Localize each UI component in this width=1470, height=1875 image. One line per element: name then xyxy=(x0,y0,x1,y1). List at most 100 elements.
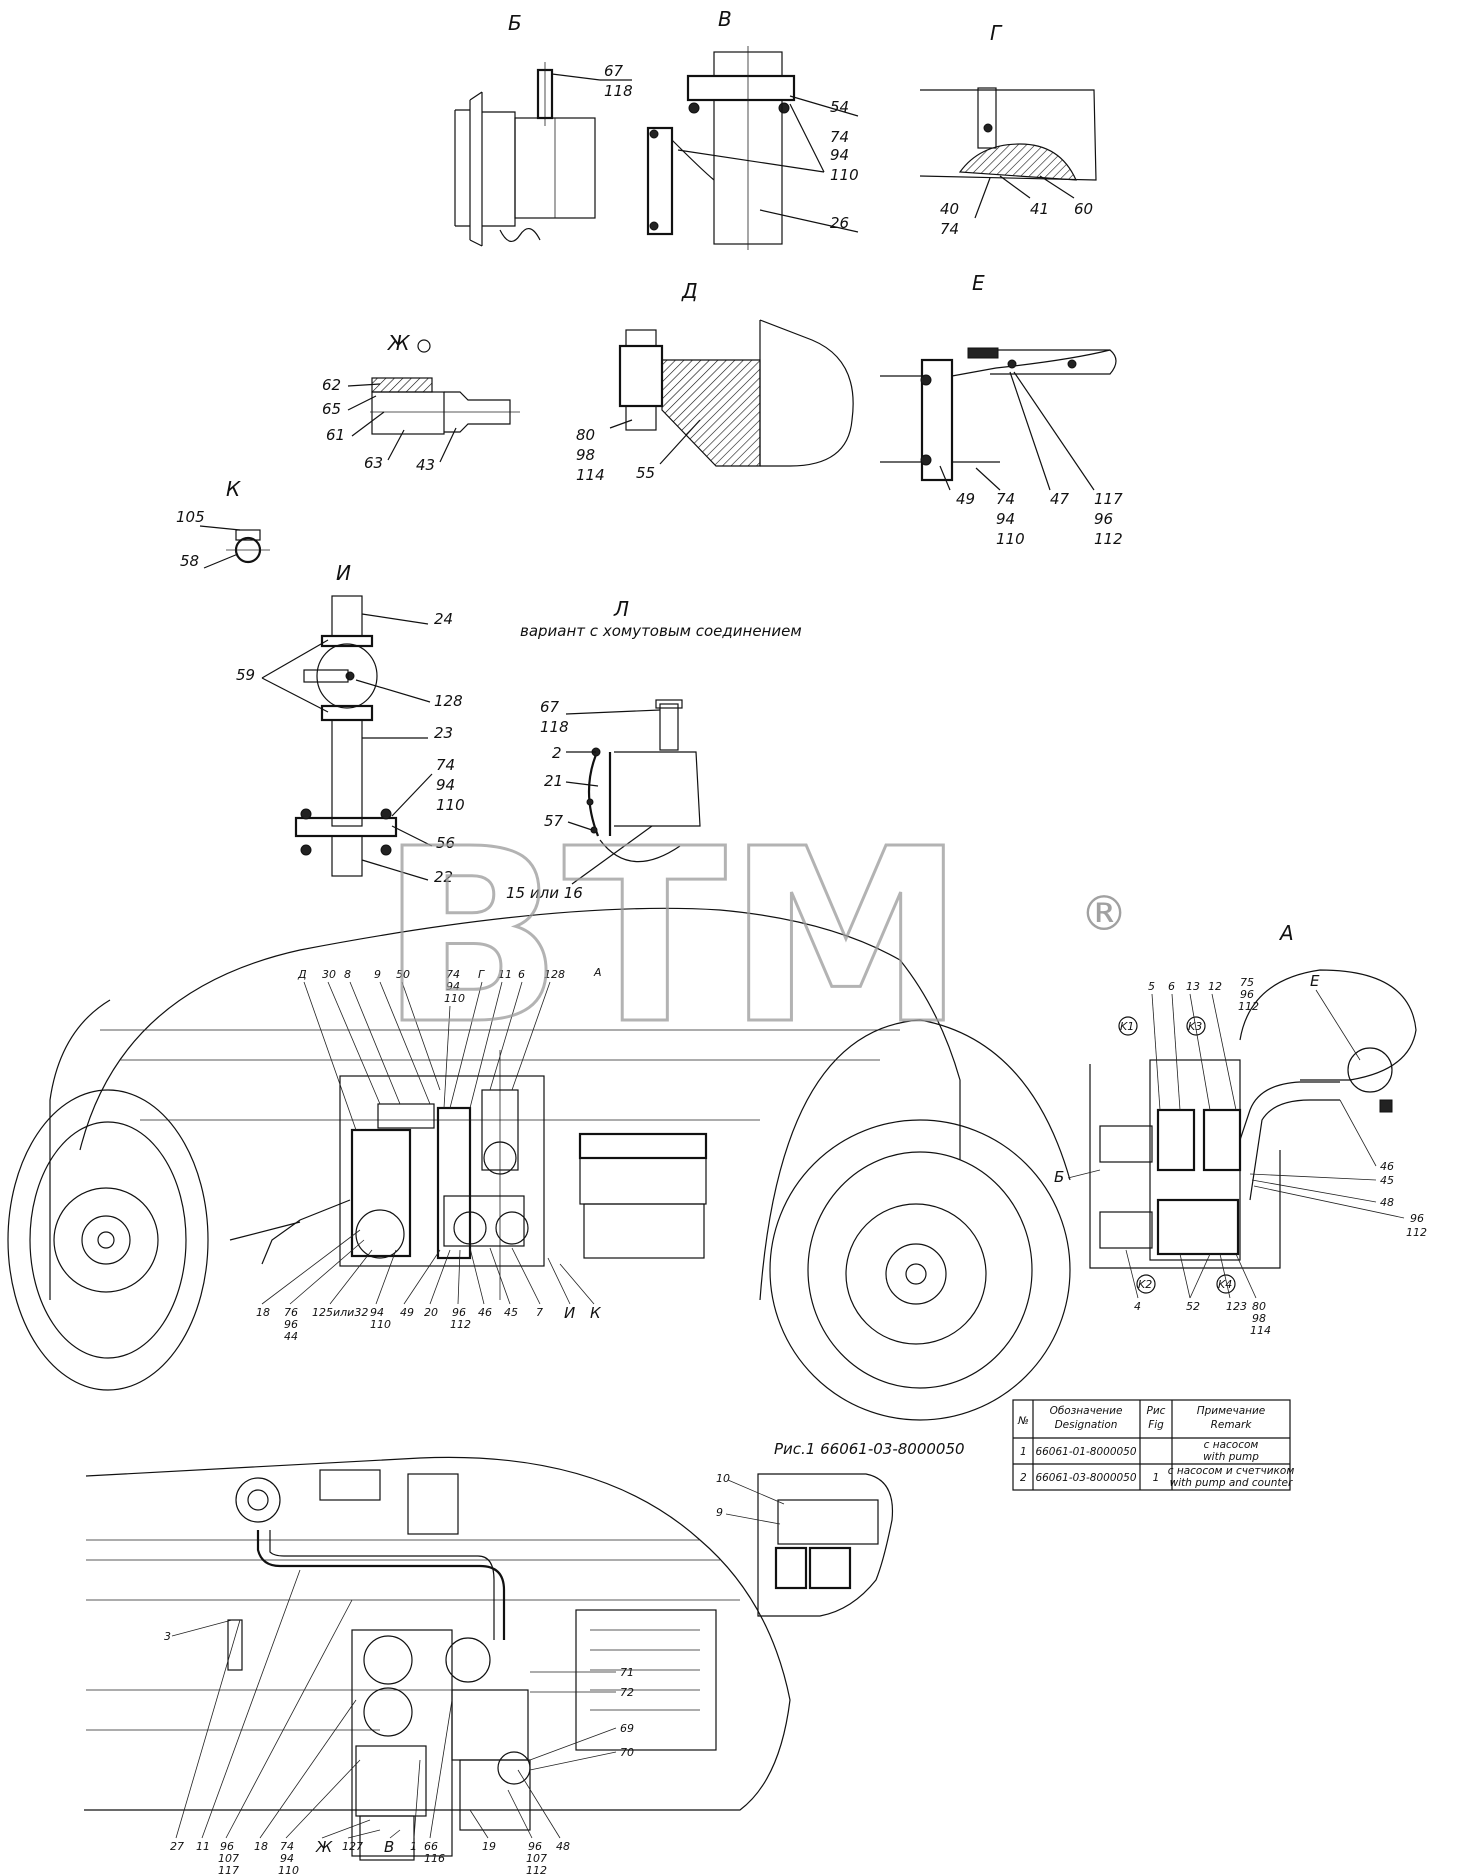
view-a-marker: K4 xyxy=(1218,1278,1232,1291)
main-label: 20 xyxy=(424,1306,438,1319)
label: 49 xyxy=(956,490,975,508)
label: 63 xyxy=(364,454,383,472)
table-cell: 66061-03-8000050 xyxy=(1035,1472,1136,1484)
label: 94 xyxy=(830,146,849,164)
lower-label: 1 xyxy=(410,1840,417,1853)
label: 57 xyxy=(544,812,564,830)
lower-label: 27 xyxy=(170,1840,184,1853)
view-a: А K1 K3 K2 K4 5 6 13 12 75 96 112 Е xyxy=(1054,921,1427,1337)
view-l-note: вариант с хомутовым соединением xyxy=(520,622,802,640)
lower-label: 48 xyxy=(556,1840,570,1853)
view-a-label: 75 xyxy=(1240,976,1254,989)
lower-label: 96 xyxy=(528,1840,542,1853)
view-a-label: 6 xyxy=(1168,980,1175,993)
main-label: 96 xyxy=(284,1318,298,1331)
main-label: 50 xyxy=(396,968,410,981)
view-g-title: Г xyxy=(990,21,1003,45)
label: 67 xyxy=(540,698,560,716)
label: 117 xyxy=(1094,490,1123,508)
label: 74 xyxy=(940,220,959,238)
label: 110 xyxy=(830,166,859,184)
lower-label: Ж xyxy=(315,1838,333,1856)
view-e-title: Е xyxy=(972,271,985,295)
view-zh: Ж 62 65 61 63 43 xyxy=(322,331,520,474)
lower-plan-view: 3 71 72 69 70 10 9 27 11 96 107 117 18 7… xyxy=(84,1456,894,1875)
label: 65 xyxy=(322,400,341,418)
table-header: № xyxy=(1017,1415,1029,1427)
table-cell: 2 xyxy=(1020,1472,1027,1484)
label: 56 xyxy=(436,834,455,852)
table-cell: with pump and counter xyxy=(1170,1477,1293,1489)
view-k-title: К xyxy=(226,477,241,501)
lower-label: 19 xyxy=(482,1840,496,1853)
label: 118 xyxy=(604,82,633,100)
view-a-label: 45 xyxy=(1380,1174,1394,1187)
main-label: 94 xyxy=(446,980,460,993)
table-cell: 1 xyxy=(1153,1472,1160,1484)
inset-label: 10 xyxy=(716,1472,730,1485)
view-k: К 105 58 xyxy=(176,477,270,570)
view-d-title: Д xyxy=(681,279,698,303)
label: 62 xyxy=(322,376,341,394)
lower-label: 11 xyxy=(196,1840,210,1853)
view-a-label: 123 xyxy=(1226,1300,1247,1313)
label: 74 xyxy=(996,490,1015,508)
main-label: 45 xyxy=(504,1306,518,1319)
lower-label: 18 xyxy=(254,1840,268,1853)
view-a-label: Б xyxy=(1054,1168,1064,1186)
table-cell: 1 xyxy=(1020,1446,1027,1458)
view-a-label: 96 xyxy=(1240,988,1254,1001)
view-v-title: В xyxy=(718,7,732,31)
view-a-label: 12 xyxy=(1208,980,1222,993)
table-header: Рис xyxy=(1147,1405,1166,1417)
label: 128 xyxy=(434,692,463,710)
label: 110 xyxy=(996,530,1025,548)
view-d: Д 80 98 114 55 xyxy=(576,279,854,484)
label: 23 xyxy=(434,724,453,742)
view-a-label: 13 xyxy=(1186,980,1200,993)
view-b: Б 67 118 xyxy=(454,11,633,247)
main-label: 96 xyxy=(452,1306,466,1319)
view-a-marker: K1 xyxy=(1120,1020,1134,1033)
main-label: 46 xyxy=(478,1306,492,1319)
label: 15 или 16 xyxy=(506,884,583,902)
label: 41 xyxy=(1030,200,1049,218)
table-cell: with pump xyxy=(1203,1451,1259,1463)
lower-label: 127 xyxy=(342,1840,363,1853)
lower-label: В xyxy=(384,1838,394,1856)
label: 74 xyxy=(436,756,455,774)
main-label: И xyxy=(564,1304,575,1322)
lower-label: 107 xyxy=(218,1852,239,1865)
view-a-label: 4 xyxy=(1134,1300,1141,1313)
watermark-registered-icon: ® xyxy=(1080,886,1128,942)
main-label: Г xyxy=(478,968,485,981)
lower-label: 71 xyxy=(620,1666,634,1679)
lower-label: 112 xyxy=(526,1864,547,1875)
label: 24 xyxy=(434,610,453,628)
main-label: 44 xyxy=(284,1330,298,1343)
view-a-marker: K2 xyxy=(1138,1278,1152,1291)
lower-label: 117 xyxy=(218,1864,239,1875)
view-a-label: 98 xyxy=(1252,1312,1266,1325)
main-label: Д xyxy=(297,968,307,981)
table-header: Remark xyxy=(1211,1419,1253,1431)
main-label: 74 xyxy=(446,968,460,981)
view-a-label: 5 xyxy=(1148,980,1155,993)
lower-label: 110 xyxy=(278,1864,299,1875)
lower-label: 94 xyxy=(280,1852,294,1865)
label: 60 xyxy=(1074,200,1093,218)
main-label: 11 xyxy=(498,968,512,981)
label: 118 xyxy=(540,718,569,736)
watermark: BTM ® xyxy=(379,796,1129,1079)
view-zh-title: Ж xyxy=(386,331,411,355)
view-a-label: 112 xyxy=(1406,1226,1427,1239)
label: 55 xyxy=(636,464,655,482)
label: 94 xyxy=(996,510,1015,528)
figure-caption: Рис.1 66061-03-8000050 xyxy=(774,1440,965,1458)
label: 61 xyxy=(326,426,345,444)
label: 67 xyxy=(604,62,624,80)
label: 74 xyxy=(830,128,849,146)
inset-label: 9 xyxy=(716,1506,723,1519)
lower-label: 74 xyxy=(280,1840,294,1853)
lower-label: 72 xyxy=(620,1686,634,1699)
